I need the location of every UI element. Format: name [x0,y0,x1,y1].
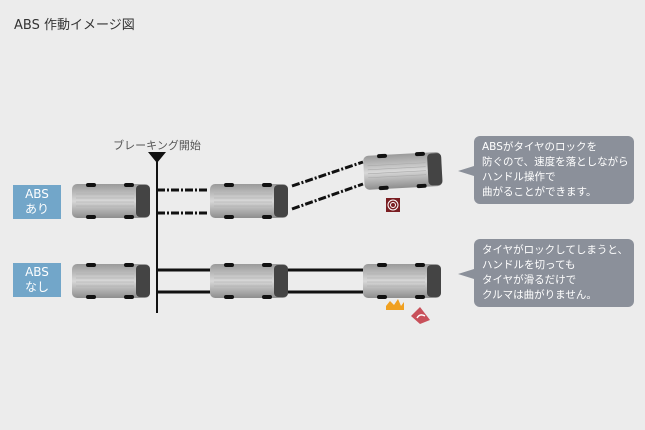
target-icon [386,198,400,212]
callout-line: ハンドル操作で [482,171,556,183]
callout-line: ABSがタイヤのロックを [482,141,598,153]
diagram-title: ABS 作動イメージ図 [14,18,135,33]
abs-on-label-line1: ABS [25,187,49,201]
abs-off-label-line2: なし [24,280,49,294]
abs-on-label-line2: あり [24,202,49,216]
car-abs-off-3 [362,262,442,300]
traffic-cone-icon [411,307,430,324]
car-abs-on-1 [71,182,151,220]
abs-off-label-line1: ABS [25,265,49,279]
abs-on-label: ABS あり [13,185,61,219]
callout-line: 曲がることができます。 [482,186,597,198]
callout-line: クルマは曲がりません。 [482,289,597,301]
crash-icon [386,299,404,310]
abs-on-callout: ABSがタイヤのロックを 防ぐので、速度を落としながら ハンドル操作で 曲がるこ… [458,136,634,204]
car-abs-off-2 [209,262,289,300]
braking-start-label: ブレーキング開始 [113,139,201,152]
car-abs-off-1 [71,262,151,300]
abs-off-label: ABS なし [13,263,61,297]
car-abs-on-3 [362,150,444,192]
callout-line: ハンドルを切っても [482,259,576,271]
car-abs-on-2 [209,182,289,220]
abs-on-tire-tracks [157,160,364,215]
callout-line: タイヤが滑るだけで [482,274,577,286]
callout-line: タイヤがロックしてしまうと、 [482,244,628,256]
callout-line: 防ぐので、速度を落としながら [482,156,629,168]
abs-off-callout: タイヤがロックしてしまうと、 ハンドルを切っても タイヤが滑るだけで クルマは曲… [458,239,634,307]
braking-marker-icon [148,152,166,163]
